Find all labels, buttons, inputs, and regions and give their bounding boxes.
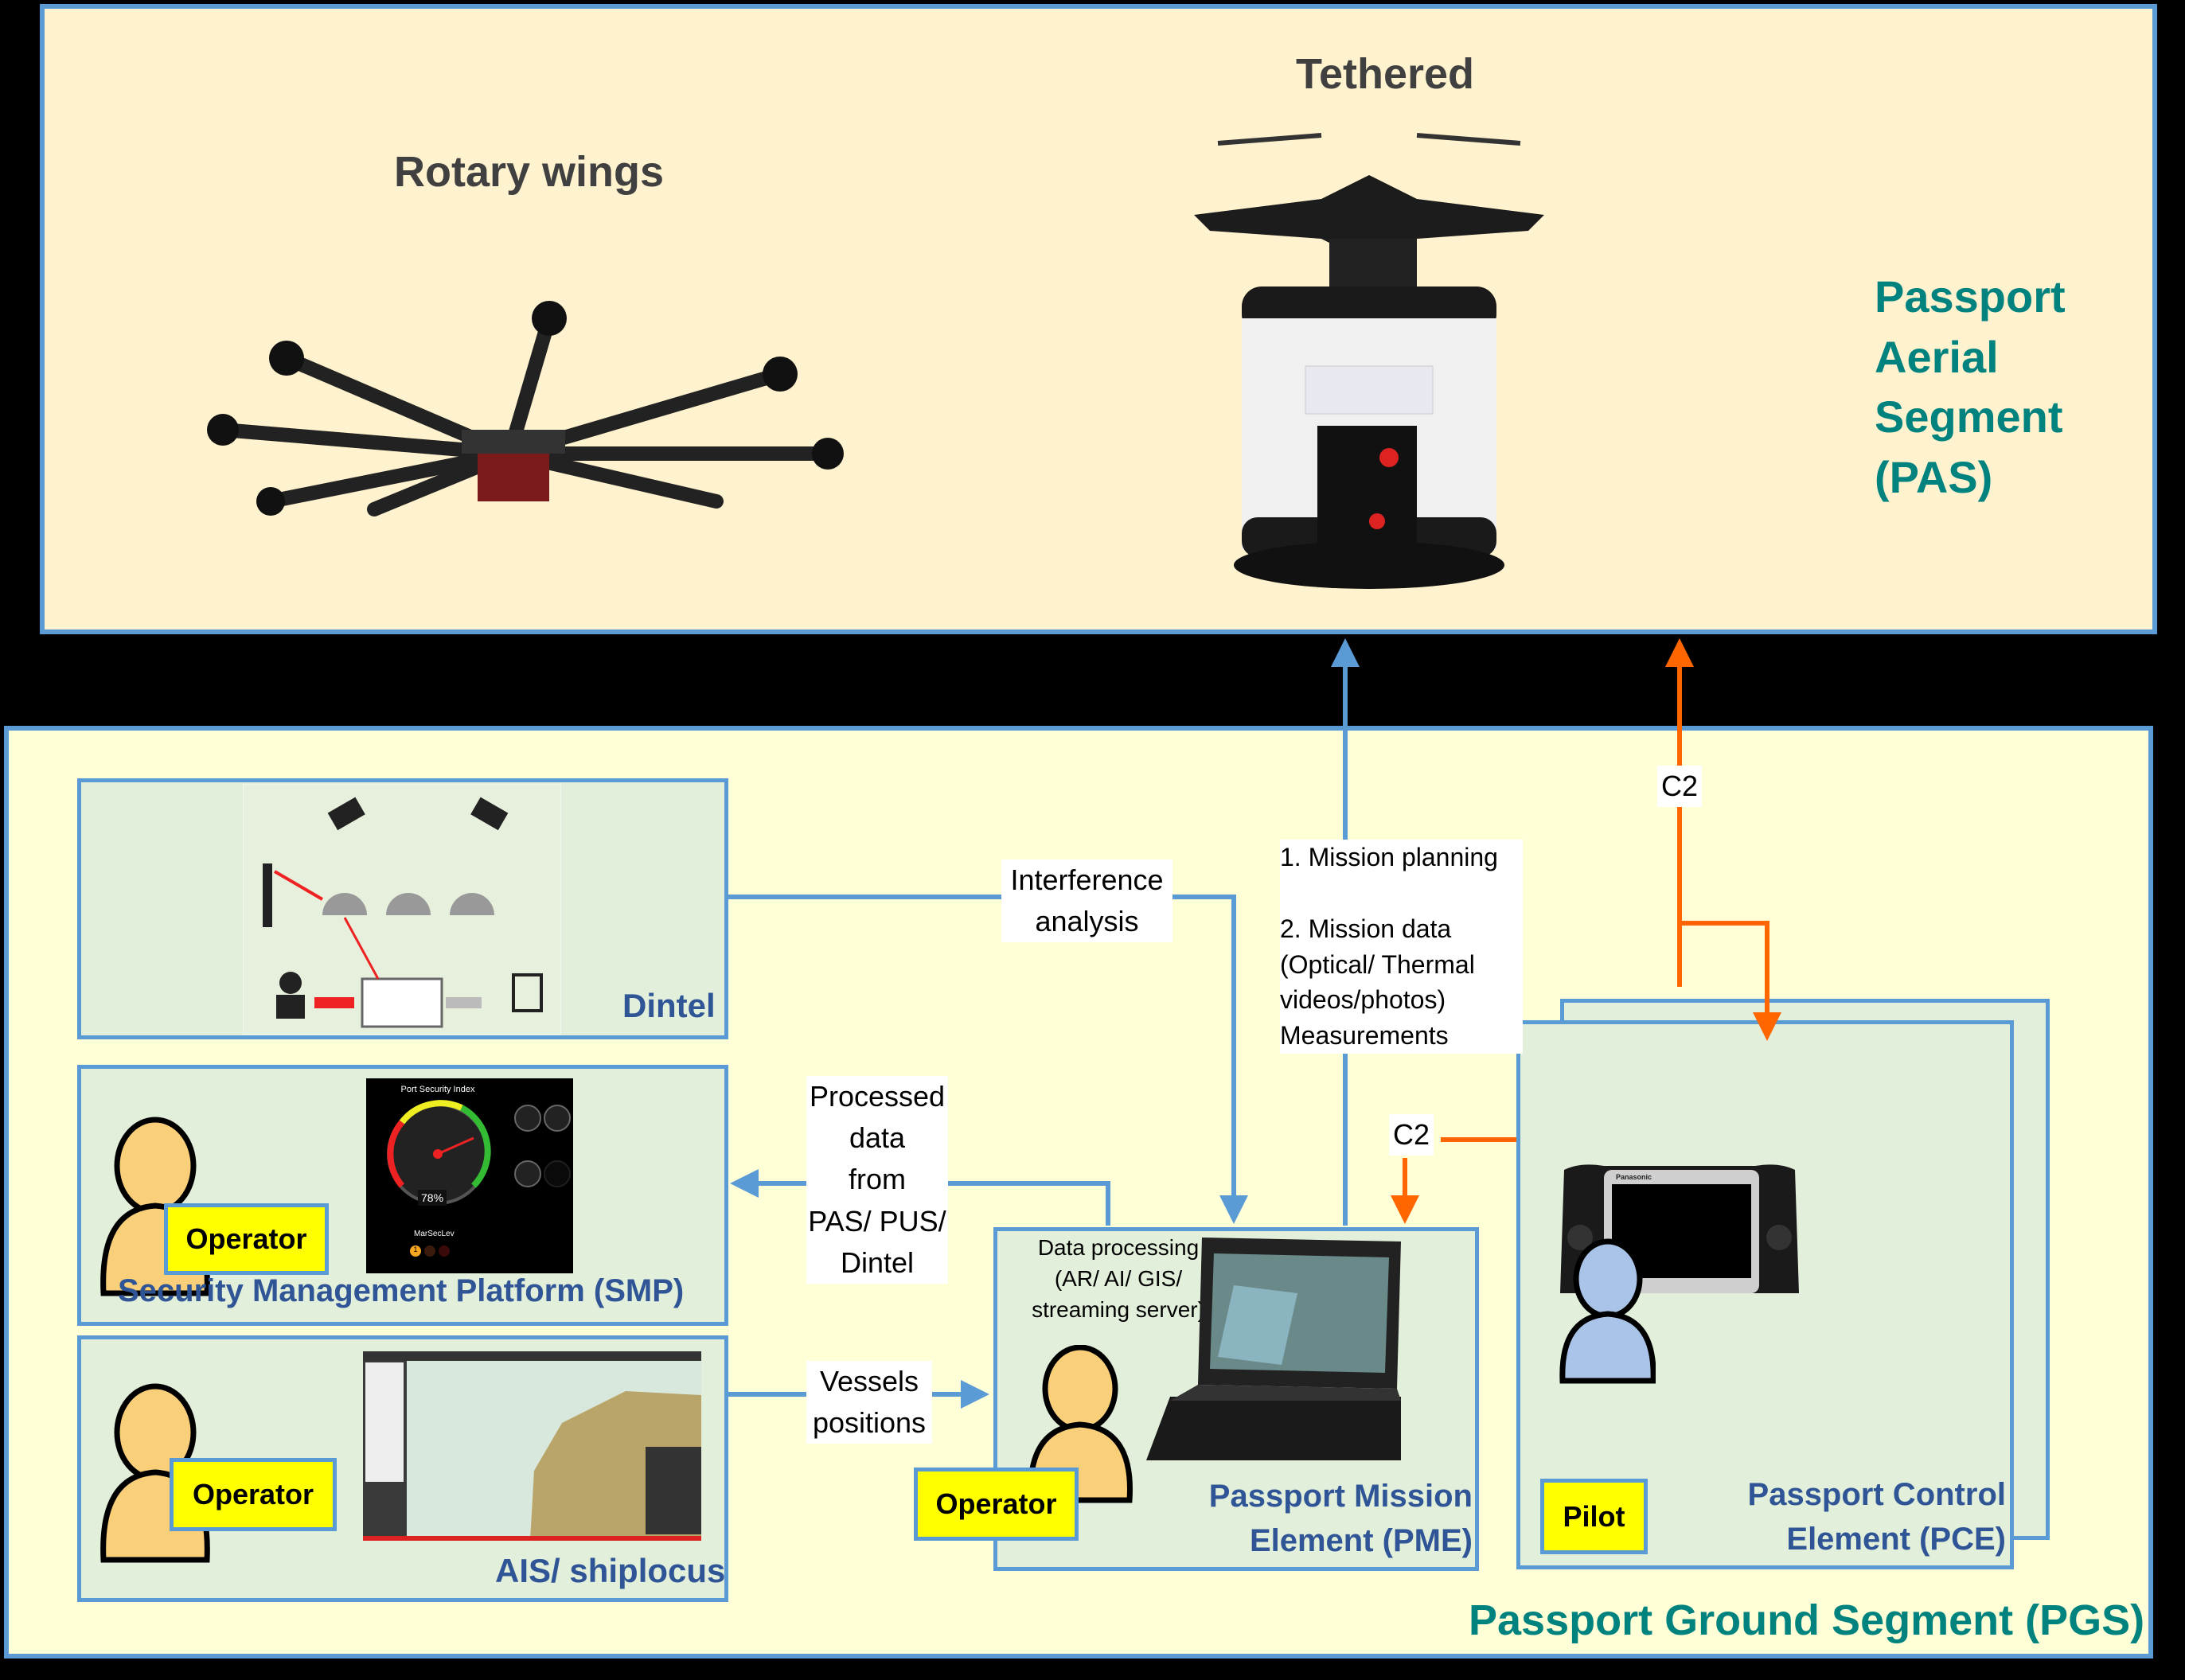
flow-line: data — [849, 1121, 906, 1155]
rotary-wings-label: Rotary wings — [394, 148, 665, 196]
flow-line: (Optical/ Thermal — [1280, 949, 1475, 979]
flow-line: Interference — [1010, 863, 1164, 896]
pce-title-line: Passport Control — [1747, 1477, 2006, 1512]
marseclev-levels: 1 2 3 — [410, 1245, 450, 1257]
processing-line: Data processing — [1037, 1235, 1200, 1260]
dintel-title: Dintel — [622, 987, 716, 1024]
c2-top-label: C2 — [1657, 766, 1702, 808]
aerial-title-line: Aerial — [1875, 331, 1999, 382]
flow-line: PAS/ PUS/ — [808, 1204, 946, 1238]
pce-title: Passport Control Element (PCE) — [1672, 1472, 2006, 1561]
mission-label: 1. Mission planning 2. Mission data (Opt… — [1280, 840, 1523, 1054]
pme-title: Passport Mission Element (PME) — [1186, 1474, 1473, 1563]
level-2: 2 — [424, 1245, 435, 1257]
rugged-laptop-icon — [1146, 1238, 1401, 1460]
smp-operator-badge: Operator — [164, 1203, 329, 1275]
tethered-station-icon — [1194, 133, 1544, 589]
main-gauge-title: Port Security Index — [400, 1085, 475, 1094]
ground-segment-title: Passport Ground Segment (PGS) — [1469, 1596, 2145, 1644]
c2-side-label: C2 — [1389, 1114, 1434, 1156]
c2-downlink-arrow — [1677, 875, 1781, 1041]
flow-line: Processed — [809, 1080, 946, 1113]
aerial-title-line: Segment — [1875, 392, 2063, 442]
ais-title: AIS/ shiplocus — [495, 1552, 726, 1589]
flow-line: Measurements — [1280, 1021, 1449, 1050]
pilot-badge: Pilot — [1540, 1479, 1648, 1554]
tablet-brand: Panasonic — [1616, 1173, 1652, 1181]
tethered-label: Tethered — [1296, 50, 1475, 98]
main-gauge-icon — [387, 1100, 491, 1205]
flow-line: 2. Mission data — [1280, 914, 1452, 943]
octocopter-icon — [207, 301, 844, 516]
dintel-network-diagram — [243, 784, 561, 1035]
pme-title-line: Element (PME) — [1249, 1523, 1473, 1558]
flow-line: from — [849, 1163, 906, 1196]
flow-spacer — [1280, 875, 1523, 911]
flow-line: 1. Mission planning — [1280, 843, 1498, 871]
interference-label: Interference analysis — [1001, 859, 1172, 943]
flow-line: Vessels — [819, 1365, 919, 1397]
main-gauge-value: 78% — [418, 1190, 447, 1206]
flow-line: Dintel — [840, 1245, 915, 1279]
processed-data-label: Processed data from PAS/ PUS/ Dintel — [806, 1076, 948, 1284]
flow-line: analysis — [1035, 905, 1139, 938]
processing-line: (AR/ AI/ GIS/ — [1054, 1266, 1183, 1292]
flow-line: videos/photos) — [1280, 985, 1446, 1015]
processing-line: streaming server) — [1032, 1297, 1205, 1323]
aerial-segment-panel — [40, 4, 2157, 634]
aerial-title-line: Passport — [1875, 271, 2066, 322]
level-1: 1 — [410, 1245, 421, 1257]
smp-title: Security Management Platform (SMP) — [118, 1273, 685, 1308]
level-3: 3 — [439, 1245, 450, 1257]
small-gauges-icon — [514, 1105, 571, 1187]
marseclev-label: MarSecLev — [414, 1230, 455, 1238]
pme-operator-badge: Operator — [914, 1468, 1079, 1541]
aerial-segment-title: Passport Aerial Segment (PAS) — [1875, 267, 2066, 507]
vessels-label: Vessels positions — [806, 1361, 932, 1444]
operator-avatar-icon — [100, 1383, 210, 1563]
interference-arrow — [728, 895, 1248, 1224]
pilot-avatar-icon — [1559, 1238, 1656, 1384]
flow-line: positions — [812, 1406, 927, 1440]
ais-map-screenshot — [363, 1351, 701, 1541]
security-dashboard: Port Security Index 78% MarSecLev 1 2 3 — [366, 1078, 573, 1273]
pme-title-line: Passport Mission — [1208, 1479, 1473, 1514]
ais-operator-badge: Operator — [170, 1458, 337, 1531]
data-processing-text: Data processing (AR/ AI/ GIS/ streaming … — [1011, 1232, 1226, 1326]
pce-title-line: Element (PCE) — [1786, 1522, 2006, 1557]
aerial-title-line: (PAS) — [1875, 451, 1993, 502]
